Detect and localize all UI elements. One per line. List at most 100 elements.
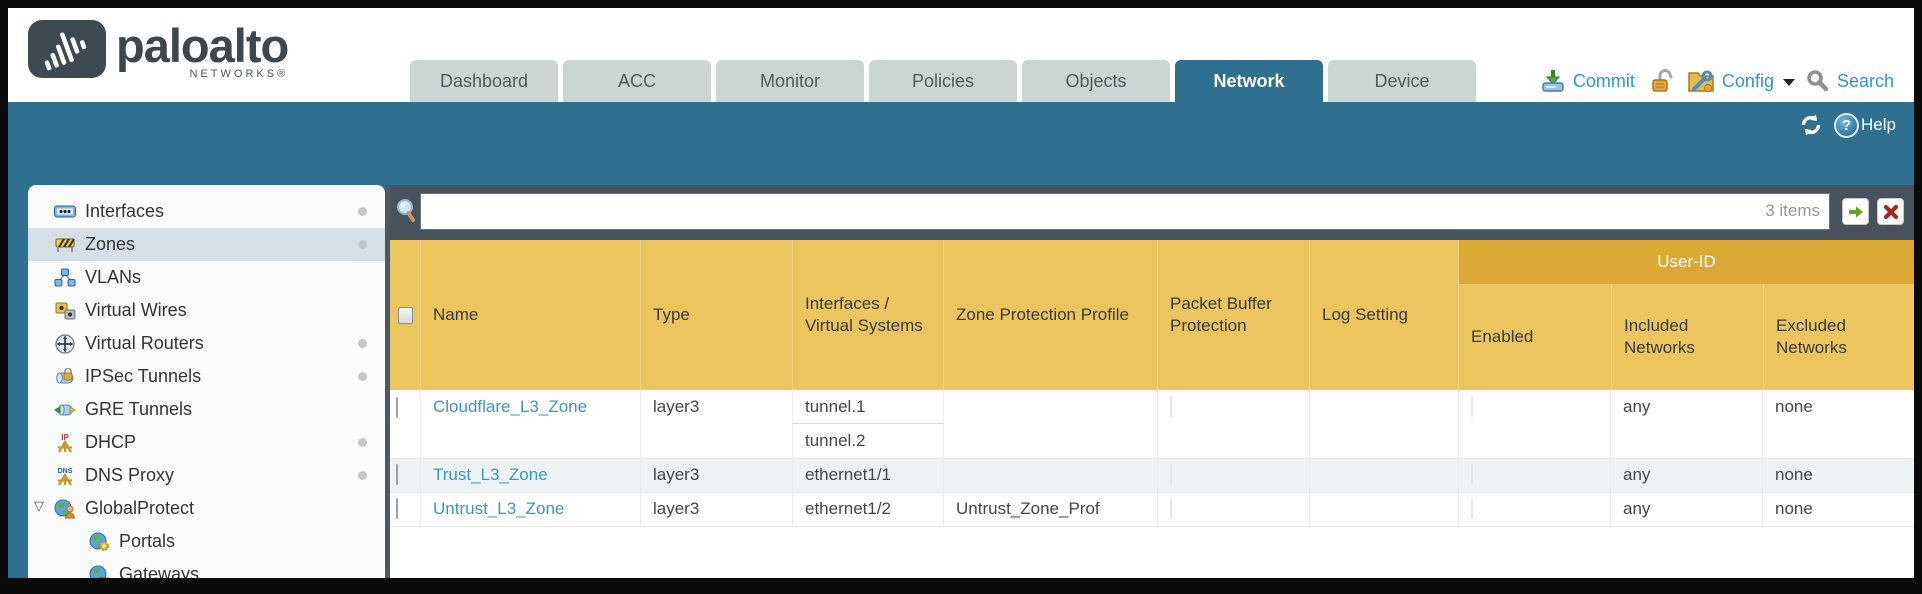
zone-type-cell: layer3	[640, 459, 792, 492]
user-id-group-header: User-ID	[1459, 240, 1914, 284]
column-header-zone-protection-profile[interactable]: Zone Protection Profile	[943, 240, 1157, 390]
sidebar-item-label: Virtual Routers	[85, 333, 204, 353]
column-header-name[interactable]: Name	[420, 240, 640, 390]
tab-label: Device	[1374, 70, 1430, 91]
sidebar-item-label: GRE Tunnels	[85, 399, 193, 419]
sidebar-item-interfaces[interactable]: Interfaces	[28, 195, 385, 228]
zone-name-link[interactable]: Untrust_L3_Zone	[433, 499, 565, 518]
vlans-icon	[54, 268, 76, 288]
zone-name-link[interactable]: Cloudflare_L3_Zone	[433, 397, 588, 416]
svg-text:IP: IP	[61, 433, 69, 442]
table-row: Untrust_L3_Zone layer3 ethernet1/2 Untru…	[390, 493, 1914, 527]
column-header-log-setting[interactable]: Log Setting	[1309, 240, 1458, 390]
main-nav-tabs: Dashboard ACC Monitor Policies Objects N…	[410, 60, 1476, 102]
brand-name: paloalto	[116, 19, 289, 72]
packet-buffer-protection-cell	[1157, 459, 1309, 492]
paloalto-logo-icon	[28, 20, 106, 78]
sidebar-item-label: IPSec Tunnels	[85, 366, 202, 386]
config-button[interactable]: Config	[1721, 70, 1774, 91]
search-icon	[1806, 69, 1830, 93]
sidebar-item-dns-proxy[interactable]: DNS DNS Proxy	[28, 459, 385, 492]
sidebar-item-virtual-wires[interactable]: Virtual Wires	[28, 294, 385, 327]
sidebar-item-virtual-routers[interactable]: Virtual Routers	[28, 327, 385, 360]
search-button[interactable]: Search	[1836, 70, 1894, 91]
zones-table-body: Cloudflare_L3_Zone layer3 tunnel.1 tunne…	[390, 390, 1914, 527]
sidebar-item-label: Virtual Wires	[85, 300, 187, 320]
select-all-checkbox[interactable]	[397, 306, 413, 324]
column-header-included-networks[interactable]: Included Networks	[1611, 284, 1763, 390]
commit-button[interactable]: Commit	[1572, 70, 1635, 91]
tab-label: Network	[1213, 70, 1285, 91]
sidebar-item-label: Portals	[119, 531, 176, 551]
table-row: Trust_L3_Zone layer3 ethernet1/1 any non…	[390, 459, 1914, 493]
commit-icon	[1540, 68, 1566, 94]
expander-triangle-icon[interactable]: ▽	[34, 499, 44, 514]
brand-networks: NETWORKS®	[189, 68, 289, 80]
filter-bar: 3 items	[390, 185, 1914, 240]
sidebar-item-label: DNS Proxy	[85, 465, 175, 485]
top-header-bar: paloalto NETWORKS® Dashboard ACC Monitor…	[8, 8, 1914, 102]
column-header-packet-buffer-protection[interactable]: Packet Buffer Protection	[1157, 240, 1309, 390]
row-checkbox[interactable]	[396, 498, 398, 519]
sidebar-item-label: GlobalProtect	[85, 498, 195, 518]
tab-policies[interactable]: Policies	[869, 60, 1017, 102]
tab-device[interactable]: Device	[1328, 60, 1476, 102]
sidebar-item-gre-tunnels[interactable]: GRE Tunnels	[28, 393, 385, 426]
help-label: Help	[1861, 115, 1896, 134]
zone-protection-profile-cell	[943, 390, 1157, 458]
zone-name-cell: Untrust_L3_Zone	[420, 493, 640, 526]
tab-acc[interactable]: ACC	[563, 60, 711, 102]
filter-input[interactable]	[420, 193, 1830, 230]
excluded-networks-cell: none	[1762, 493, 1914, 526]
column-header-enabled[interactable]: Enabled	[1471, 326, 1534, 346]
zone-type-cell: layer3	[640, 390, 792, 458]
sidebar-item-dhcp[interactable]: IP DHCP	[28, 426, 385, 459]
help-glyph: ?	[1841, 116, 1852, 134]
gre-tunnels-icon	[54, 400, 76, 420]
column-header-interfaces[interactable]: Interfaces / Virtual Systems	[792, 240, 943, 390]
excluded-networks-cell: none	[1762, 459, 1914, 492]
teal-strip-actions: ? Help	[1798, 112, 1896, 138]
sidebar-item-gateways[interactable]: Gateways	[28, 558, 385, 578]
apply-filter-button[interactable]	[1842, 198, 1869, 225]
tab-label: Policies	[911, 70, 975, 91]
packet-buffer-checkbox	[1170, 396, 1172, 417]
tab-label: Objects	[1065, 70, 1127, 91]
tab-dashboard[interactable]: Dashboard	[410, 60, 558, 102]
column-header-type[interactable]: Type	[640, 240, 792, 390]
clear-filter-button[interactable]	[1877, 198, 1904, 225]
sidebar-splitter[interactable]	[385, 185, 390, 578]
help-icon: ?	[1834, 112, 1860, 138]
status-dot	[358, 339, 367, 348]
utility-bar: Commit C	[1540, 68, 1894, 94]
help-button[interactable]: ? Help	[1834, 112, 1896, 138]
zone-name-link[interactable]: Trust_L3_Zone	[433, 465, 548, 484]
row-checkbox[interactable]	[396, 464, 398, 485]
included-networks-cell: any	[1610, 493, 1762, 526]
row-checkbox[interactable]	[396, 397, 398, 418]
sidebar-item-portals[interactable]: Portals	[28, 525, 385, 558]
packet-buffer-checkbox	[1170, 498, 1172, 519]
config-dropdown-caret-icon[interactable]	[1782, 78, 1795, 86]
sidebar-item-label: Zones	[85, 234, 136, 254]
status-dot	[358, 207, 367, 216]
globalprotect-icon	[54, 499, 76, 519]
column-header-excluded-networks[interactable]: Excluded Networks	[1763, 284, 1914, 390]
ipsec-tunnels-icon	[54, 367, 76, 387]
sidebar-item-globalprotect[interactable]: ▽ GlobalProtect	[28, 492, 385, 525]
tab-monitor[interactable]: Monitor	[716, 60, 864, 102]
refresh-icon[interactable]	[1798, 112, 1824, 138]
table-row: Cloudflare_L3_Zone layer3 tunnel.1 tunne…	[390, 390, 1914, 459]
tab-label: ACC	[617, 70, 656, 91]
tab-label: Monitor	[759, 70, 821, 91]
network-sidebar: Interfaces Zones VLANs Vir	[28, 185, 385, 578]
status-dot	[358, 372, 367, 381]
zone-name-cell: Trust_L3_Zone	[420, 459, 640, 492]
select-all-cell	[390, 240, 420, 390]
sidebar-item-vlans[interactable]: VLANs	[28, 261, 385, 294]
tab-network[interactable]: Network	[1175, 60, 1323, 102]
user-id-enabled-cell	[1458, 390, 1610, 458]
tab-objects[interactable]: Objects	[1022, 60, 1170, 102]
sidebar-item-zones[interactable]: Zones	[28, 228, 385, 261]
sidebar-item-ipsec-tunnels[interactable]: IPSec Tunnels	[28, 360, 385, 393]
